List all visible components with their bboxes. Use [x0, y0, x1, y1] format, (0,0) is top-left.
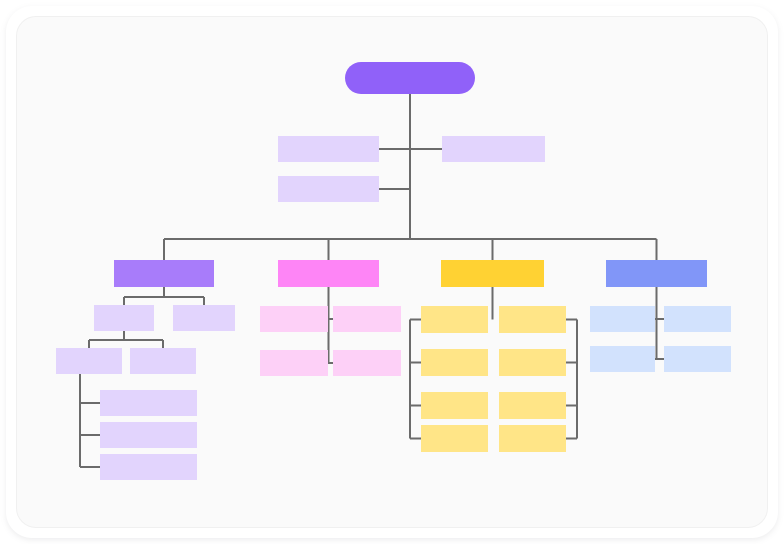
- leaf-node[interactable]: [499, 306, 566, 333]
- leaf-node[interactable]: [421, 425, 488, 452]
- leaf-node[interactable]: [421, 392, 488, 419]
- branch-header-pink[interactable]: [278, 260, 379, 287]
- leaf-node[interactable]: [590, 346, 655, 372]
- leaf-node[interactable]: [333, 350, 401, 376]
- branch-header-blue[interactable]: [606, 260, 707, 287]
- leaf-node[interactable]: [590, 306, 655, 332]
- leaf-node[interactable]: [664, 306, 731, 332]
- leaf-node[interactable]: [664, 346, 731, 372]
- leaf-node[interactable]: [260, 350, 328, 376]
- leaf-node[interactable]: [421, 306, 488, 333]
- leaf-node[interactable]: [94, 305, 154, 331]
- leaf-node[interactable]: [56, 348, 122, 374]
- leaf-node[interactable]: [499, 392, 566, 419]
- leaf-node[interactable]: [100, 454, 197, 480]
- branch-header-yellow[interactable]: [441, 260, 544, 287]
- leaf-node[interactable]: [499, 425, 566, 452]
- leaf-node[interactable]: [100, 390, 197, 416]
- root-node[interactable]: [345, 62, 475, 94]
- leaf-node[interactable]: [260, 306, 328, 332]
- staff-node[interactable]: [442, 136, 545, 162]
- branch-header-purple[interactable]: [114, 260, 214, 287]
- org-chart[interactable]: [17, 17, 767, 527]
- leaf-node[interactable]: [100, 422, 197, 448]
- leaf-node[interactable]: [130, 348, 196, 374]
- leaf-node[interactable]: [333, 306, 401, 332]
- leaf-node[interactable]: [499, 349, 566, 376]
- staff-node[interactable]: [278, 136, 379, 162]
- leaf-node[interactable]: [421, 349, 488, 376]
- staff-node[interactable]: [278, 176, 379, 202]
- leaf-node[interactable]: [173, 305, 235, 331]
- diagram-canvas-card: [16, 16, 768, 528]
